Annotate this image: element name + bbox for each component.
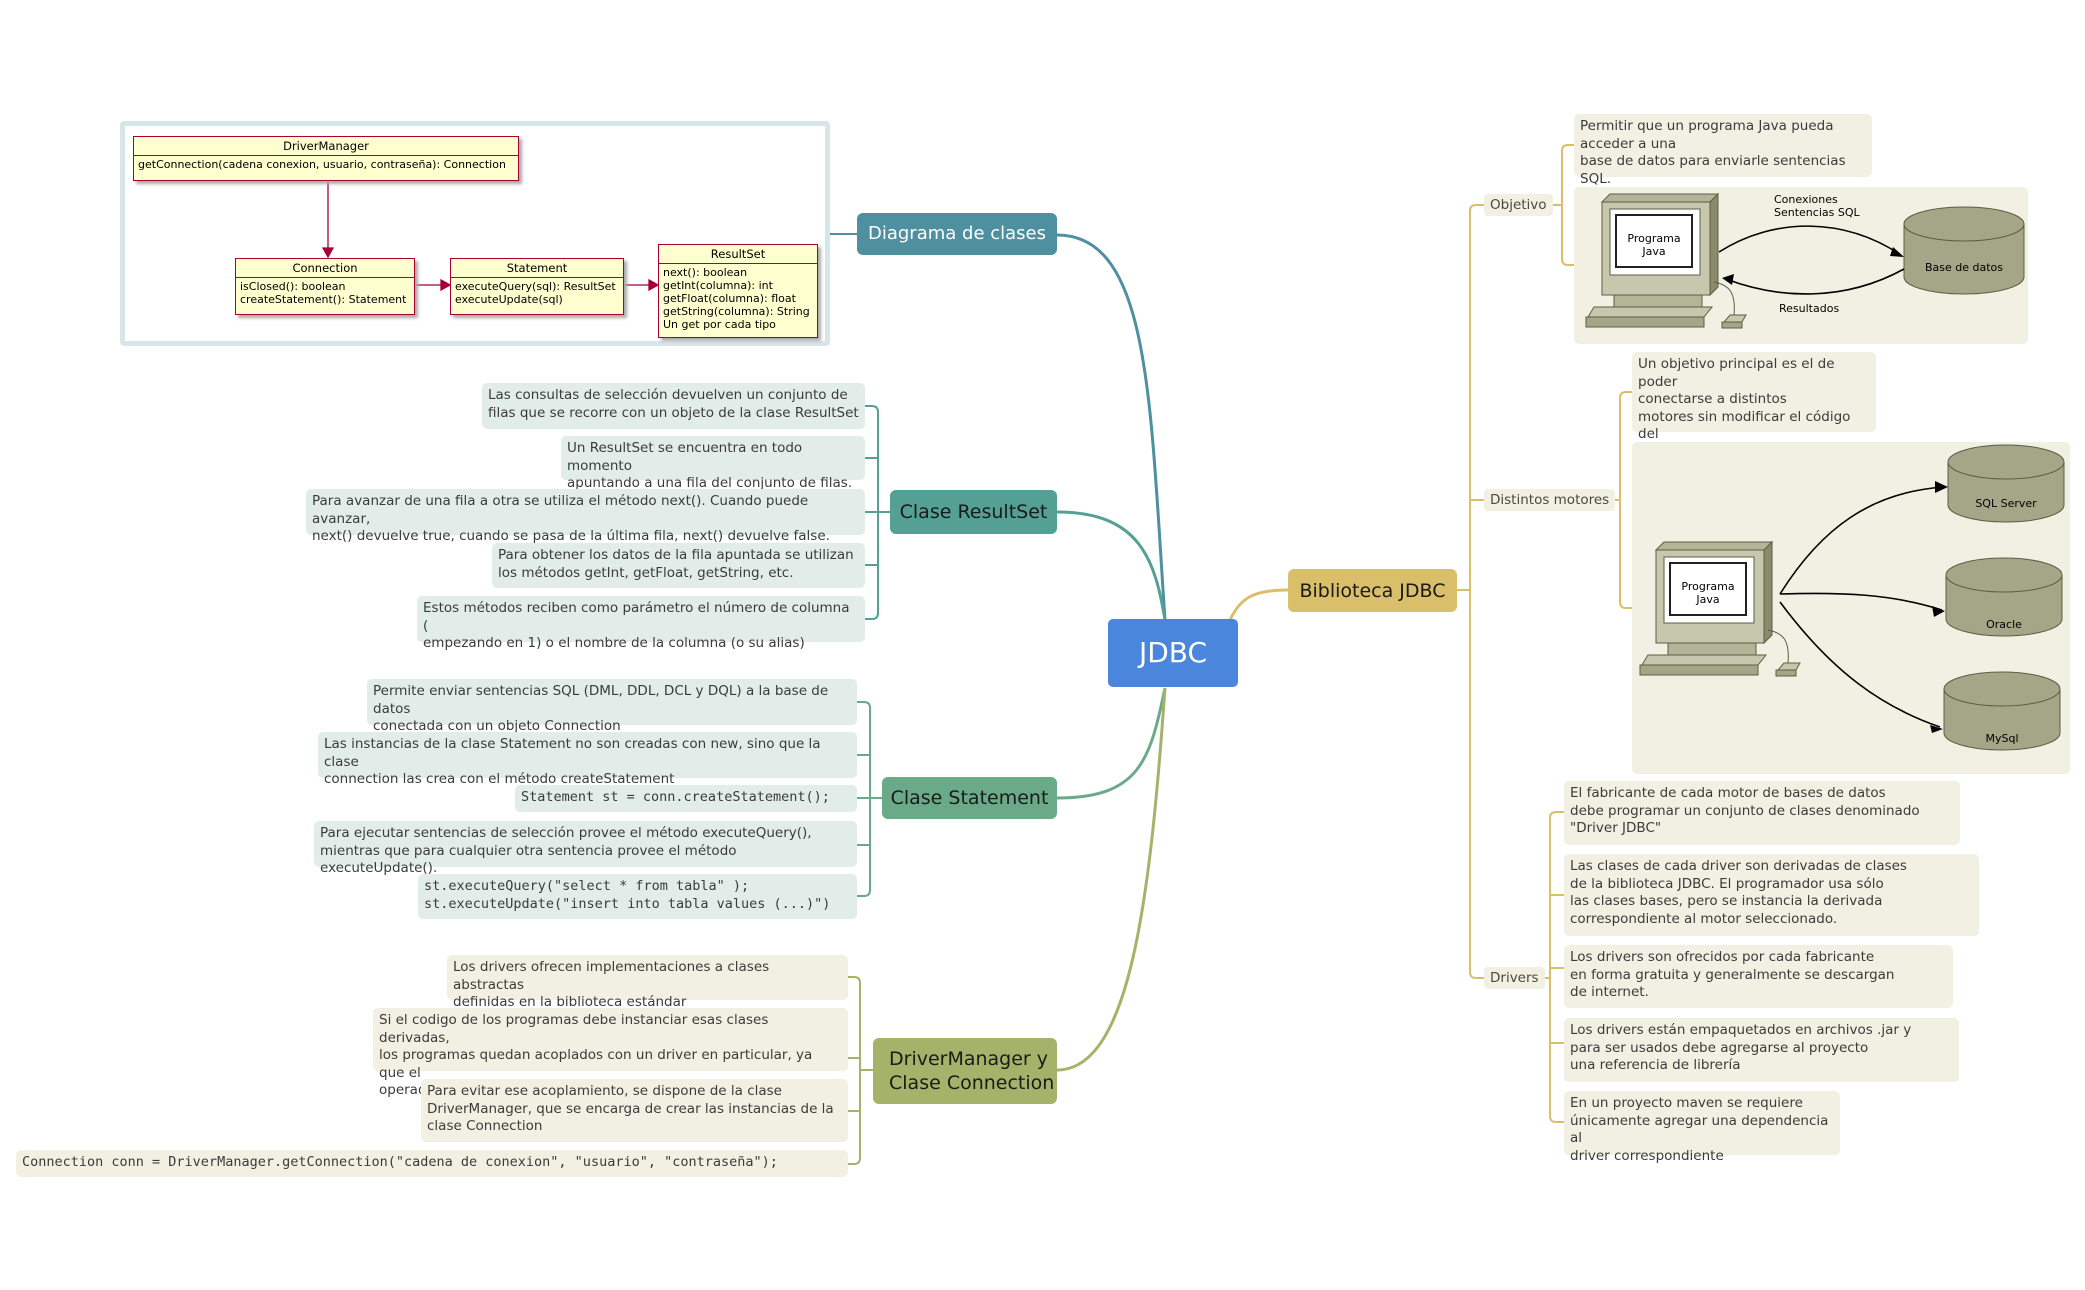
- branch-diagrama-de-clases[interactable]: Diagrama de clases: [857, 213, 1057, 255]
- resultset-note[interactable]: Para avanzar de una fila a otra se utili…: [306, 489, 865, 544]
- central-topic[interactable]: JDBC: [1108, 619, 1238, 687]
- uml-class-name: Connection: [236, 259, 414, 278]
- drivers-note[interactable]: Las clases de cada driver son derivadas …: [1564, 854, 1979, 936]
- uml-class-name: DriverManager: [134, 137, 518, 156]
- branch-clase-resultset[interactable]: Clase ResultSet: [890, 490, 1057, 534]
- statement-note[interactable]: Para ejecutar sentencias de selección pr…: [314, 821, 857, 876]
- motores-figure-art: [1639, 444, 2065, 751]
- central-topic-label: JDBC: [1138, 636, 1208, 669]
- uml-class-members: executeQuery(sql): ResultSet executeUpda…: [455, 280, 616, 306]
- uml-class-drivermanager: DriverManager getConnection(cadena conex…: [133, 136, 519, 181]
- uml-class-resultset: ResultSet next(): boolean getInt(columna…: [658, 244, 818, 338]
- branch-label: Biblioteca JDBC: [1299, 579, 1446, 602]
- uml-class-members: isClosed(): boolean createStatement(): S…: [240, 280, 407, 306]
- database-icon: [1945, 557, 2063, 637]
- objetivo-note[interactable]: Permitir que un programa Java pueda acce…: [1574, 114, 1872, 187]
- drivers-note[interactable]: Los drivers están empaquetados en archiv…: [1564, 1018, 1959, 1082]
- figure-program-label: Programa Java: [1681, 580, 1735, 606]
- figure-arrow-top-label: Conexiones Sentencias SQL: [1774, 193, 1860, 219]
- database-icon: [1947, 444, 2065, 523]
- uml-class-members: getConnection(cadena conexion, usuario, …: [138, 158, 506, 171]
- drivermanager-note[interactable]: Si el codigo de los programas debe insta…: [373, 1008, 848, 1098]
- statement-note[interactable]: Las instancias de la clase Statement no …: [318, 732, 857, 787]
- figure-program-label: Programa Java: [1627, 232, 1681, 258]
- resultset-note[interactable]: Estos métodos reciben como parámetro el …: [417, 596, 865, 651]
- uml-class-connection: Connection isClosed(): boolean createSta…: [235, 258, 415, 315]
- branch-label: Clase Statement: [890, 787, 1049, 809]
- drivermanager-note[interactable]: Los drivers ofrecen implementaciones a c…: [447, 955, 848, 1010]
- uml-class-statement: Statement executeQuery(sql): ResultSet e…: [450, 258, 624, 315]
- subtopic-distintos-motores[interactable]: Distintos motores: [1484, 489, 1616, 511]
- drivermanager-note[interactable]: Para evitar ese acoplamiento, se dispone…: [421, 1079, 848, 1142]
- database-icon: [1903, 206, 2025, 295]
- branch-drivermanager[interactable]: DriverManager y Clase Connection: [873, 1038, 1057, 1104]
- computer-icon: [1639, 540, 1801, 677]
- drivers-note[interactable]: En un proyecto maven se requiere únicame…: [1564, 1091, 1840, 1164]
- figure-db-label: MySql: [1985, 732, 2019, 745]
- figure-arrow-bottom-label: Resultados: [1779, 302, 1840, 315]
- branch-label: DriverManager y Clase Connection: [889, 1048, 1055, 1094]
- motores-note[interactable]: Un objetivo principal es el de poder con…: [1632, 352, 1876, 460]
- uml-class-name: Statement: [451, 259, 623, 278]
- motores-figure: Programa Java SQL Server Oracle MySql: [1632, 442, 2070, 774]
- resultset-note[interactable]: Para obtener los datos de la fila apunta…: [492, 543, 865, 588]
- database-icon: [1943, 671, 2061, 751]
- resultset-note[interactable]: Un ResultSet se encuentra en todo moment…: [561, 436, 865, 491]
- branch-biblioteca-jdbc[interactable]: Biblioteca JDBC: [1288, 569, 1457, 612]
- class-diagram-image: DriverManager getConnection(cadena conex…: [120, 121, 830, 346]
- drivers-note[interactable]: Los drivers son ofrecidos por cada fabri…: [1564, 945, 1953, 1008]
- statement-code-note[interactable]: st.executeQuery("select * from tabla" );…: [418, 874, 857, 919]
- computer-icon: [1585, 192, 1747, 329]
- figure-db-label: Base de datos: [1924, 261, 2004, 274]
- objetivo-figure: Programa Java Conexiones Sentencias SQL …: [1574, 187, 2028, 344]
- subtopic-objetivo[interactable]: Objetivo: [1484, 194, 1553, 216]
- objetivo-figure-art: [1585, 192, 2025, 329]
- figure-db-label: Oracle: [1986, 618, 2022, 631]
- branch-label: Clase ResultSet: [899, 501, 1048, 523]
- uml-class-members: next(): boolean getInt(columna): int get…: [663, 266, 810, 331]
- statement-code-note[interactable]: Statement st = conn.createStatement();: [515, 785, 857, 812]
- statement-note[interactable]: Permite enviar sentencias SQL (DML, DDL,…: [367, 679, 857, 734]
- uml-class-name: ResultSet: [659, 245, 817, 264]
- class-diagram-arrows: [321, 179, 660, 292]
- drivermanager-code-note[interactable]: Connection conn = DriverManager.getConne…: [16, 1150, 848, 1177]
- figure-db-label: SQL Server: [1975, 497, 2037, 510]
- resultset-note[interactable]: Las consultas de selección devuelven un …: [482, 383, 865, 429]
- subtopic-drivers[interactable]: Drivers: [1484, 967, 1545, 989]
- drivers-note[interactable]: El fabricante de cada motor de bases de …: [1564, 781, 1960, 845]
- branch-clase-statement[interactable]: Clase Statement: [882, 777, 1057, 819]
- branch-label: Diagrama de clases: [867, 223, 1046, 244]
